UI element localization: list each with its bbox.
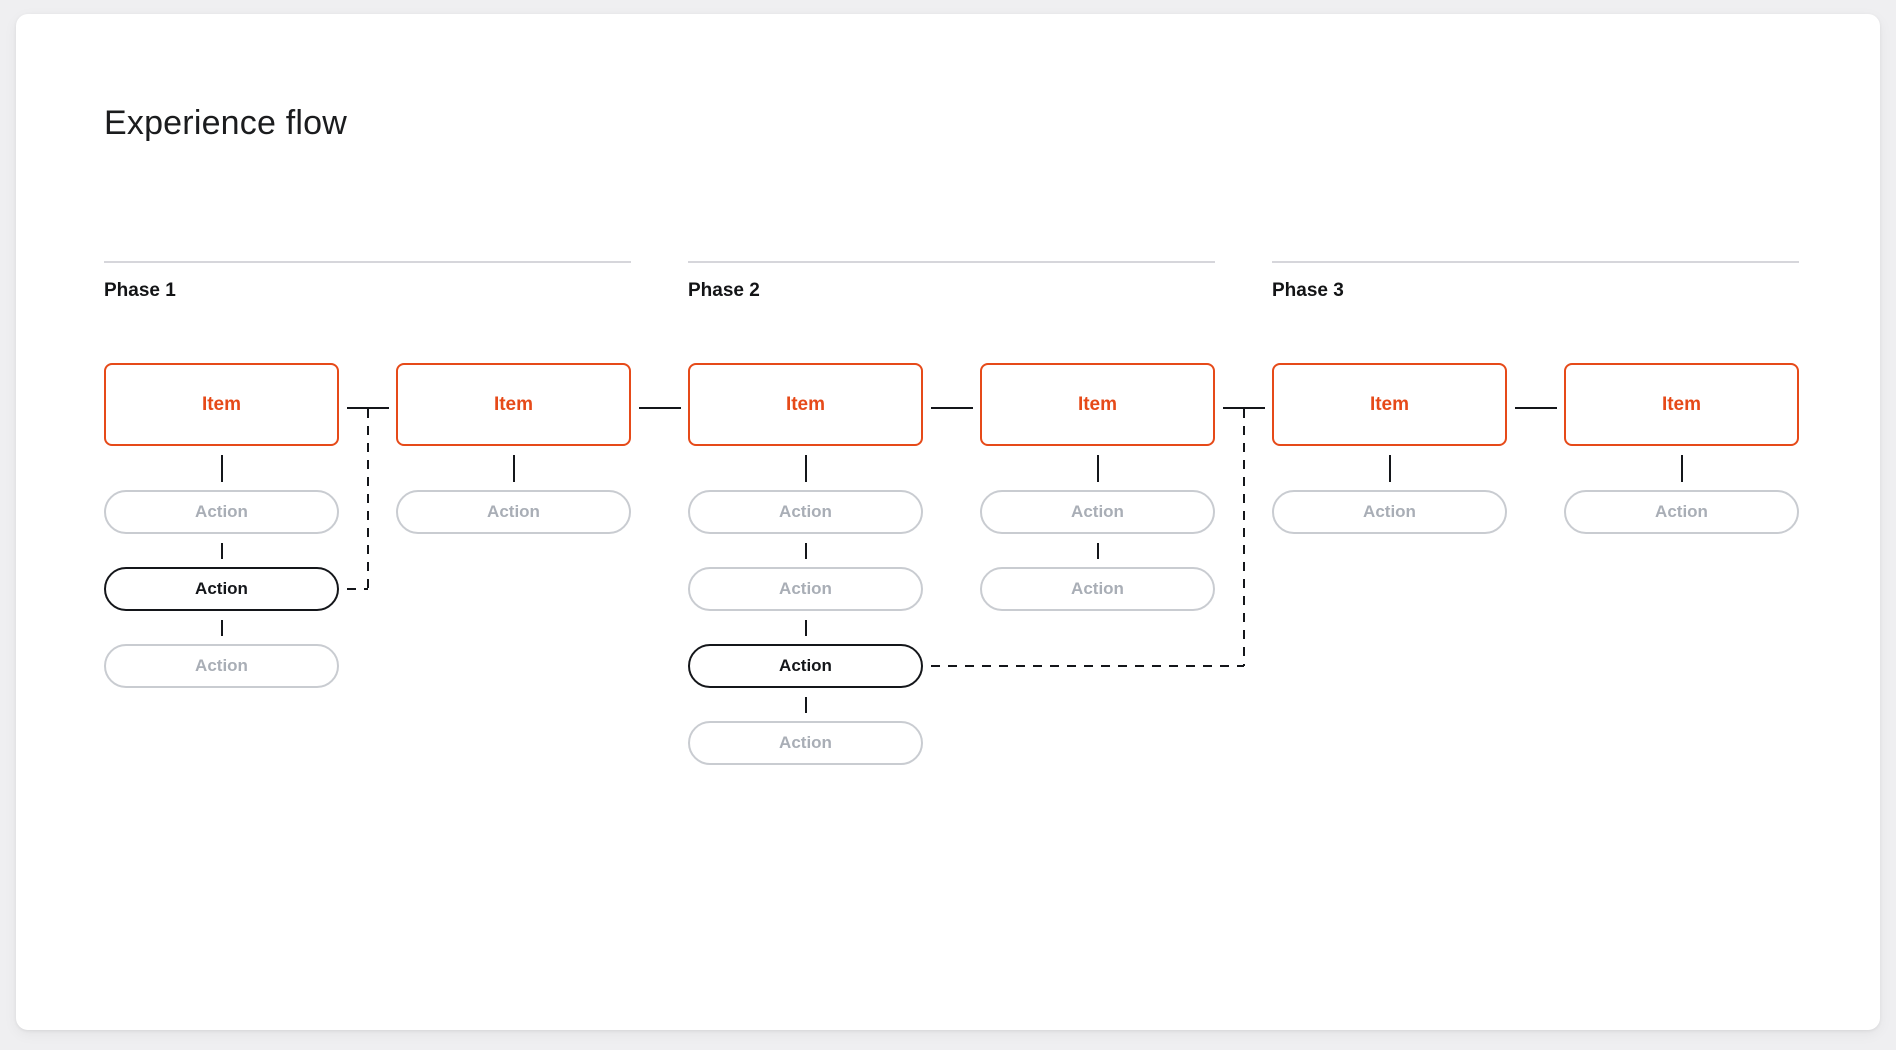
item-link-line bbox=[1514, 407, 1557, 409]
phase-divider bbox=[688, 261, 1215, 263]
action-action-connector bbox=[804, 697, 807, 713]
item-node[interactable]: Item bbox=[396, 363, 631, 446]
item-action-connector bbox=[220, 455, 223, 482]
feedback-loop-vertical bbox=[1242, 409, 1245, 666]
item-link-line bbox=[346, 407, 389, 409]
item-action-connector bbox=[512, 455, 515, 482]
item-action-connector bbox=[804, 455, 807, 482]
item-link-line bbox=[1222, 407, 1265, 409]
action-action-connector bbox=[220, 620, 223, 636]
phase-label: Phase 1 bbox=[104, 280, 176, 301]
action-node[interactable]: Action bbox=[104, 644, 339, 688]
action-node[interactable]: Action bbox=[1272, 490, 1507, 534]
action-node[interactable]: Action bbox=[104, 490, 339, 534]
item-node[interactable]: Item bbox=[688, 363, 923, 446]
action-action-connector bbox=[804, 543, 807, 559]
action-node[interactable]: Action bbox=[980, 567, 1215, 611]
item-action-connector bbox=[1388, 455, 1391, 482]
action-node[interactable]: Action bbox=[688, 721, 923, 765]
action-action-connector bbox=[804, 620, 807, 636]
item-node[interactable]: Item bbox=[980, 363, 1215, 446]
action-node[interactable]: Action bbox=[1564, 490, 1799, 534]
action-node[interactable]: Action bbox=[396, 490, 631, 534]
action-action-connector bbox=[220, 543, 223, 559]
feedback-loop-horizontal bbox=[347, 588, 368, 590]
feedback-loop-horizontal bbox=[931, 665, 1244, 667]
item-node[interactable]: Item bbox=[1272, 363, 1507, 446]
action-node-active[interactable]: Action bbox=[104, 567, 339, 611]
item-link-line bbox=[930, 407, 973, 409]
phase-label: Phase 3 bbox=[1272, 280, 1344, 301]
action-node[interactable]: Action bbox=[980, 490, 1215, 534]
page-title: Experience flow bbox=[104, 104, 348, 142]
action-action-connector bbox=[1096, 543, 1099, 559]
phase-label: Phase 2 bbox=[688, 280, 760, 301]
item-link-line bbox=[638, 407, 681, 409]
item-action-connector bbox=[1680, 455, 1683, 482]
feedback-loop-vertical bbox=[366, 409, 369, 589]
action-node[interactable]: Action bbox=[688, 567, 923, 611]
item-node[interactable]: Item bbox=[104, 363, 339, 446]
item-action-connector bbox=[1096, 455, 1099, 482]
action-node-active[interactable]: Action bbox=[688, 644, 923, 688]
phase-divider bbox=[104, 261, 631, 263]
action-node[interactable]: Action bbox=[688, 490, 923, 534]
phase-divider bbox=[1272, 261, 1799, 263]
item-node[interactable]: Item bbox=[1564, 363, 1799, 446]
